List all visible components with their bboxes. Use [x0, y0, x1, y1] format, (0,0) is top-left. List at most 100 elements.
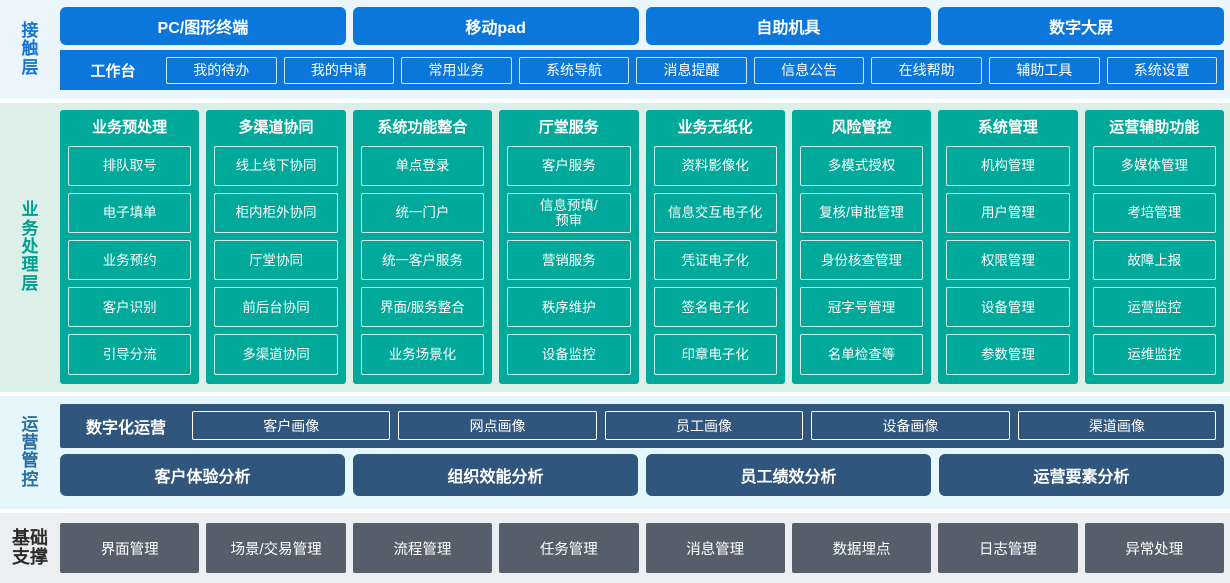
workbench-item-common-business[interactable]: 常用业务 — [401, 56, 512, 84]
band-divider-3 — [0, 509, 1230, 514]
operations-label-char-2: 管 — [21, 451, 39, 471]
business-layer-band: 业 务 处 理 层 业务预处理 排队取号 电子填单 业务预约 客户识别 引导分流… — [0, 102, 1230, 392]
workbench-item-auxiliary-tools[interactable]: 辅助工具 — [988, 56, 1100, 84]
biz-chip-multichannel-collab[interactable]: 多渠道协同 — [214, 334, 338, 375]
biz-chip-serial-number-mgmt[interactable]: 冠字号管理 — [799, 287, 924, 328]
biz-chip-permission-mgmt[interactable]: 权限管理 — [946, 240, 1070, 281]
biz-chip-identity-verification[interactable]: 身份核查管理 — [799, 240, 924, 281]
portrait-chip-employee[interactable]: 员工画像 — [604, 411, 804, 441]
column-title: 业务无纸化 — [677, 118, 753, 136]
terminal-chip-pc[interactable]: PC/图形终端 — [60, 7, 346, 45]
biz-chip-document-imaging[interactable]: 资料影像化 — [653, 145, 777, 186]
biz-chip-multimode-authorization[interactable]: 多模式授权 — [799, 145, 924, 186]
analysis-chip-employee-performance[interactable]: 员工绩效分析 — [646, 453, 931, 496]
base-chip-process-mgmt[interactable]: 流程管理 — [352, 523, 493, 573]
analysis-chip-organization-efficiency[interactable]: 组织效能分析 — [353, 453, 638, 496]
portrait-chip-device[interactable]: 设备画像 — [811, 411, 1010, 441]
business-layer-body: 业务预处理 排队取号 电子填单 业务预约 客户识别 引导分流 多渠道协同 线上线… — [60, 103, 1230, 392]
column-title: 系统管理 — [977, 118, 1038, 136]
band-divider-2 — [0, 391, 1230, 396]
biz-chip-review-approval[interactable]: 复核/审批管理 — [799, 192, 924, 234]
base-support-label: 基础 支撑 — [0, 513, 60, 583]
workbench-item-my-todo[interactable]: 我的待办 — [166, 56, 277, 84]
portrait-chip-channel[interactable]: 渠道画像 — [1017, 411, 1217, 441]
base-chip-message-mgmt[interactable]: 消息管理 — [645, 523, 785, 573]
biz-chip-signature-digital[interactable]: 签名电子化 — [653, 287, 777, 328]
base-support-body: 界面管理 场景/交易管理 流程管理 任务管理 消息管理 数据埋点 日志管理 异常… — [60, 513, 1230, 583]
biz-chip-info-exchange-digital[interactable]: 信息交互电子化 — [653, 192, 777, 234]
digital-operations-title: 数字化运营 — [85, 419, 166, 437]
biz-chip-order-maintenance[interactable]: 秩序维护 — [507, 287, 631, 328]
operations-label-char-0: 运 — [21, 414, 39, 434]
analysis-chip-customer-experience[interactable]: 客户体验分析 — [60, 453, 345, 496]
analysis-row: 客户体验分析 组织效能分析 员工绩效分析 运营要素分析 — [60, 453, 1224, 496]
biz-chip-watchlist-check[interactable]: 名单检查等 — [799, 334, 924, 375]
base-chip-ui-mgmt[interactable]: 界面管理 — [60, 523, 200, 573]
column-title: 业务预处理 — [92, 118, 168, 136]
biz-chip-customer-service[interactable]: 客户服务 — [507, 145, 631, 186]
digital-operations-row: 数字化运营 客户画像 网点画像 员工画像 设备画像 渠道画像 — [60, 403, 1224, 448]
operations-layer-body: 数字化运营 客户画像 网点画像 员工画像 设备画像 渠道画像 客户体验分析 组织… — [60, 396, 1230, 510]
biz-chip-queue-number[interactable]: 排队取号 — [68, 145, 192, 186]
business-column-preprocess: 业务预处理 排队取号 电子填单 业务预约 客户识别 引导分流 — [60, 109, 200, 384]
terminal-chip-mobile-pad[interactable]: 移动pad — [352, 7, 639, 45]
biz-chip-lobby-collab[interactable]: 厅堂协同 — [214, 240, 338, 281]
biz-chip-prefill-prereview[interactable]: 信息预填/ 预审 — [507, 192, 631, 234]
biz-chip-device-monitoring[interactable]: 设备监控 — [507, 334, 631, 375]
workbench-item-online-help[interactable]: 在线帮助 — [871, 56, 982, 84]
biz-chip-customer-identify[interactable]: 客户识别 — [68, 287, 192, 328]
biz-chip-fault-reporting[interactable]: 故障上报 — [1092, 240, 1216, 281]
portrait-chip-customer[interactable]: 客户画像 — [192, 411, 391, 441]
business-label-char-0: 业 — [21, 200, 39, 220]
biz-chip-unified-customer-service[interactable]: 统一客户服务 — [360, 240, 485, 281]
base-chip-task-mgmt[interactable]: 任务管理 — [499, 523, 639, 573]
column-title: 厅堂服务 — [538, 118, 599, 136]
workbench-item-my-application[interactable]: 我的申请 — [283, 56, 395, 84]
workbench-item-system-navigation[interactable]: 系统导航 — [518, 56, 630, 84]
biz-chip-guidance-diversion[interactable]: 引导分流 — [68, 334, 192, 375]
biz-chip-counter-collab[interactable]: 柜内柜外协同 — [214, 192, 338, 234]
business-column-operation-support: 运营辅助功能 多媒体管理 考培管理 故障上报 运营监控 运维监控 — [1084, 109, 1224, 384]
biz-chip-seal-digital[interactable]: 印章电子化 — [653, 334, 777, 375]
biz-chip-front-back-collab[interactable]: 前后台协同 — [214, 287, 338, 328]
base-chip-data-tracking[interactable]: 数据埋点 — [791, 523, 932, 573]
base-chip-log-mgmt[interactable]: 日志管理 — [938, 523, 1078, 573]
contact-layer-body: PC/图形终端 移动pad 自助机具 数字大屏 工作台 我的待办 我的申请 常用… — [60, 0, 1230, 99]
biz-chip-unified-portal[interactable]: 统一门户 — [360, 192, 485, 234]
biz-chip-online-offline-collab[interactable]: 线上线下协同 — [214, 145, 338, 186]
biz-chip-device-mgmt[interactable]: 设备管理 — [946, 287, 1070, 328]
base-chip-exception-handling[interactable]: 异常处理 — [1084, 523, 1224, 573]
biz-chip-business-scenario[interactable]: 业务场景化 — [360, 334, 485, 375]
column-title: 系统功能整合 — [377, 118, 468, 136]
biz-chip-ui-service-integration[interactable]: 界面/服务整合 — [360, 287, 485, 328]
business-label-char-4: 层 — [21, 273, 39, 293]
base-chip-scenario-transaction-mgmt[interactable]: 场景/交易管理 — [206, 523, 346, 573]
biz-chip-single-sign-on[interactable]: 单点登录 — [360, 145, 485, 186]
business-layer-label: 业 务 处 理 层 — [0, 102, 60, 392]
biz-chip-multimedia-mgmt[interactable]: 多媒体管理 — [1092, 145, 1216, 186]
analysis-chip-operation-elements[interactable]: 运营要素分析 — [939, 453, 1224, 496]
biz-chip-parameter-mgmt[interactable]: 参数管理 — [946, 334, 1070, 375]
workbench-item-announcement[interactable]: 信息公告 — [753, 56, 865, 84]
business-label-char-1: 务 — [21, 218, 39, 238]
workbench-item-system-settings[interactable]: 系统设置 — [1106, 56, 1218, 84]
workbench-title: 工作台 — [90, 62, 136, 80]
biz-chip-user-mgmt[interactable]: 用户管理 — [946, 192, 1070, 234]
biz-chip-voucher-digital[interactable]: 凭证电子化 — [653, 240, 777, 281]
portrait-chip-branch[interactable]: 网点画像 — [398, 411, 597, 441]
business-label-char-3: 理 — [21, 255, 39, 275]
terminal-chip-self-service[interactable]: 自助机具 — [645, 7, 932, 45]
biz-chip-training-mgmt[interactable]: 考培管理 — [1092, 192, 1216, 234]
biz-chip-operation-monitoring[interactable]: 运营监控 — [1092, 287, 1216, 328]
base-label-line-0: 基础 — [12, 527, 48, 548]
biz-chip-appointment[interactable]: 业务预约 — [68, 240, 192, 281]
biz-chip-e-form[interactable]: 电子填单 — [68, 192, 192, 234]
operations-layer-band: 运 营 管 控 数字化运营 客户画像 网点画像 员工画像 设备画像 渠道画像 客… — [0, 395, 1230, 510]
terminal-chip-digital-screen[interactable]: 数字大屏 — [938, 7, 1224, 45]
base-label-line-1: 支撑 — [12, 547, 48, 568]
biz-chip-org-mgmt[interactable]: 机构管理 — [946, 145, 1070, 186]
biz-chip-marketing-service[interactable]: 营销服务 — [507, 240, 631, 281]
biz-chip-maintenance-monitoring[interactable]: 运维监控 — [1092, 334, 1216, 375]
workbench-item-message-reminder[interactable]: 消息提醒 — [636, 56, 747, 84]
